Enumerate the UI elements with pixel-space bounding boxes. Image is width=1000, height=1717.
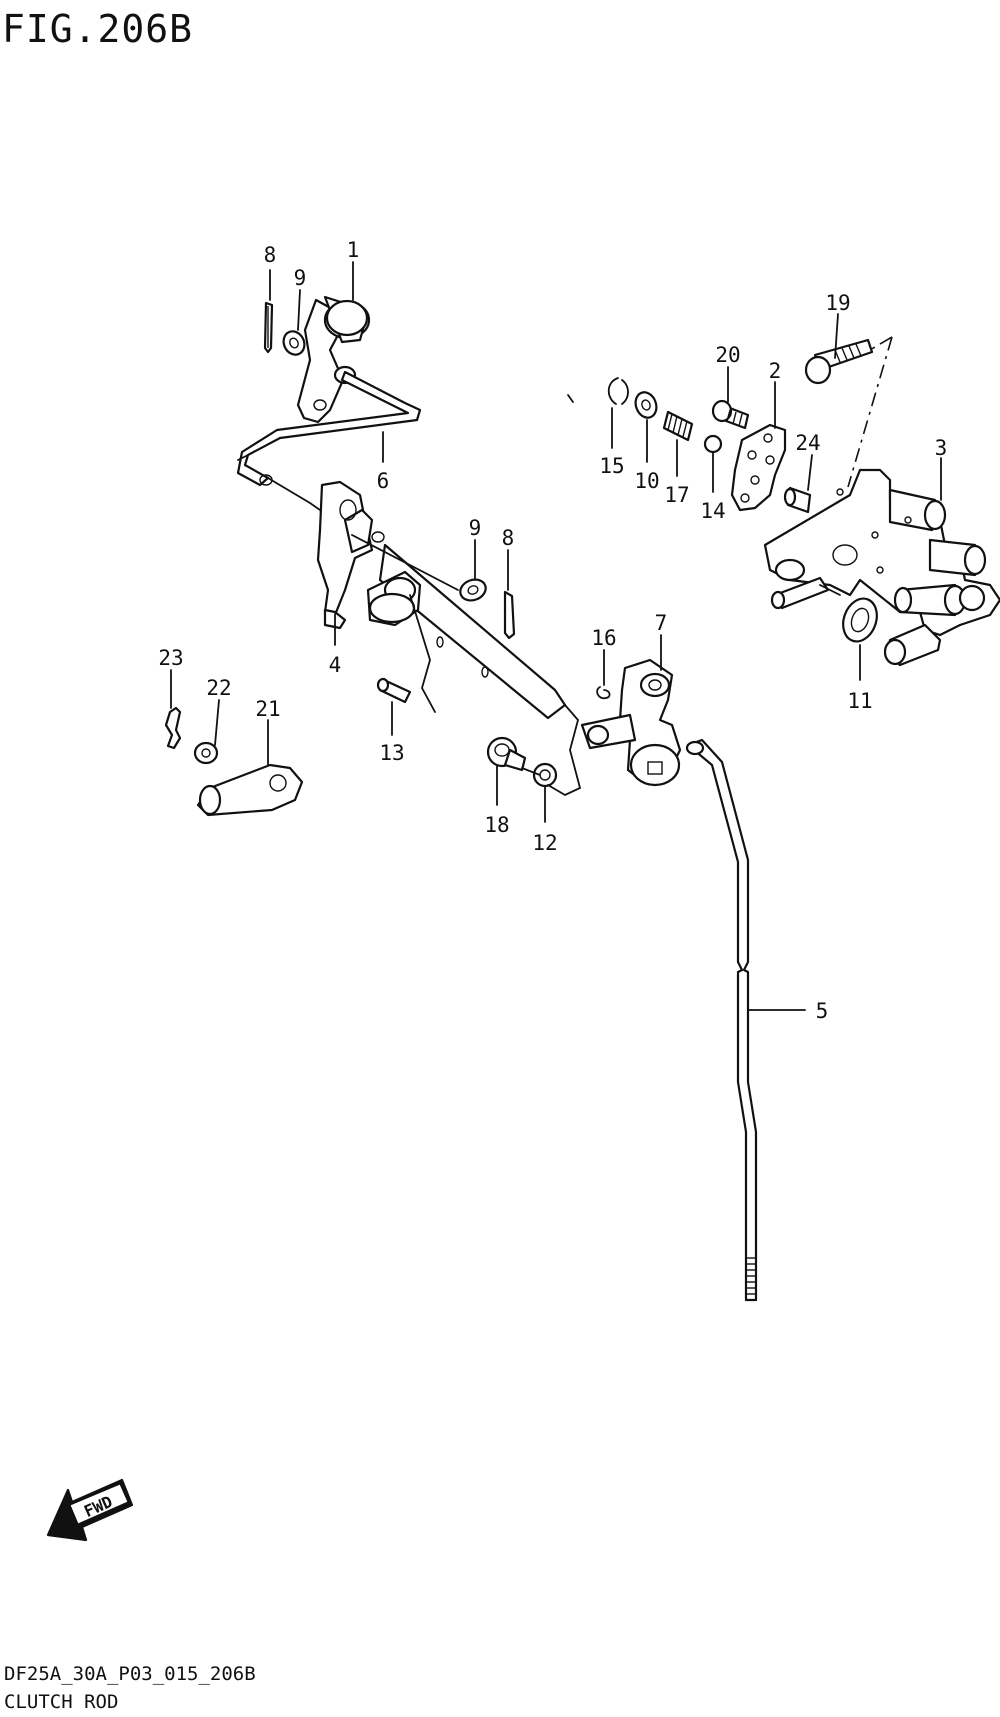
- part-22-washer[interactable]: [193, 741, 219, 765]
- callout-20[interactable]: 20: [715, 343, 740, 367]
- part-3-shift-bracket[interactable]: [763, 468, 1000, 667]
- part-20-screw[interactable]: [711, 399, 750, 430]
- callout-6[interactable]: 6: [377, 469, 390, 493]
- footer-diagram-name: CLUTCH ROD: [4, 1691, 118, 1713]
- callout-7[interactable]: 7: [655, 611, 668, 635]
- callout-1[interactable]: 1: [347, 238, 360, 262]
- rod-thread: [746, 1257, 756, 1295]
- part-9-washer-top[interactable]: [280, 328, 308, 358]
- callout-10[interactable]: 10: [634, 469, 659, 493]
- callout-9-middle[interactable]: 9: [469, 516, 482, 540]
- part-19-bolt[interactable]: [804, 338, 874, 385]
- leader-lines: [170, 261, 942, 1011]
- part-24-collar[interactable]: [783, 486, 812, 514]
- callout-labels: 1 2 3 4 5 6 7 8 8 9 9 10 11 12 13 14 15 …: [158, 238, 947, 1023]
- callout-22[interactable]: 22: [206, 676, 231, 700]
- part-4-clutch-shaft-lever[interactable]: [316, 480, 567, 720]
- part-17-spring[interactable]: [662, 410, 694, 442]
- part-5-clutch-rod[interactable]: [685, 738, 758, 1302]
- callout-8-top[interactable]: 8: [264, 243, 277, 267]
- part-2-detent-plate[interactable]: [730, 423, 787, 512]
- callout-11[interactable]: 11: [847, 689, 872, 713]
- fwd-direction-badge: FWD: [46, 1478, 134, 1542]
- part-10-washer[interactable]: [632, 389, 660, 420]
- part-13-dowel-pin[interactable]: [376, 677, 412, 704]
- callout-9-top[interactable]: 9: [294, 266, 307, 290]
- callout-17[interactable]: 17: [664, 483, 689, 507]
- callout-24[interactable]: 24: [795, 431, 820, 455]
- callout-5[interactable]: 5: [816, 999, 829, 1023]
- part-9-washer-middle[interactable]: [457, 576, 488, 604]
- callout-14[interactable]: 14: [700, 499, 725, 523]
- part-23-clip[interactable]: [164, 706, 182, 750]
- part-21-arm[interactable]: [196, 763, 304, 817]
- part-18-bolt[interactable]: [486, 736, 527, 772]
- part-14-ball[interactable]: [703, 434, 723, 454]
- callout-21[interactable]: 21: [255, 697, 280, 721]
- alignment-lines: [237, 336, 893, 797]
- callout-18[interactable]: 18: [484, 813, 509, 837]
- figure-title: FIG.206B: [2, 7, 193, 51]
- part-8-cotter-pin-top[interactable]: [263, 301, 274, 354]
- part-16-circlip[interactable]: [596, 686, 611, 700]
- part-12-washer[interactable]: [532, 762, 558, 788]
- part-1-upper-lever[interactable]: [296, 295, 371, 424]
- callout-8-middle[interactable]: 8: [502, 526, 515, 550]
- part-8-cotter-pin-middle[interactable]: [503, 590, 516, 640]
- callout-12[interactable]: 12: [532, 831, 557, 855]
- callout-4[interactable]: 4: [329, 653, 342, 677]
- callout-15[interactable]: 15: [599, 454, 624, 478]
- part-15-circlip[interactable]: [607, 377, 629, 405]
- callout-3[interactable]: 3: [935, 436, 948, 460]
- callout-23[interactable]: 23: [158, 646, 183, 670]
- footer-diagram-code: DF25A_30A_P03_015_206B: [4, 1663, 256, 1685]
- part-11-washer[interactable]: [837, 594, 882, 646]
- callout-13[interactable]: 13: [379, 741, 404, 765]
- callout-2[interactable]: 2: [769, 359, 782, 383]
- part-7-lower-lever[interactable]: [580, 658, 682, 787]
- callout-19[interactable]: 19: [825, 291, 850, 315]
- callout-16[interactable]: 16: [591, 626, 616, 650]
